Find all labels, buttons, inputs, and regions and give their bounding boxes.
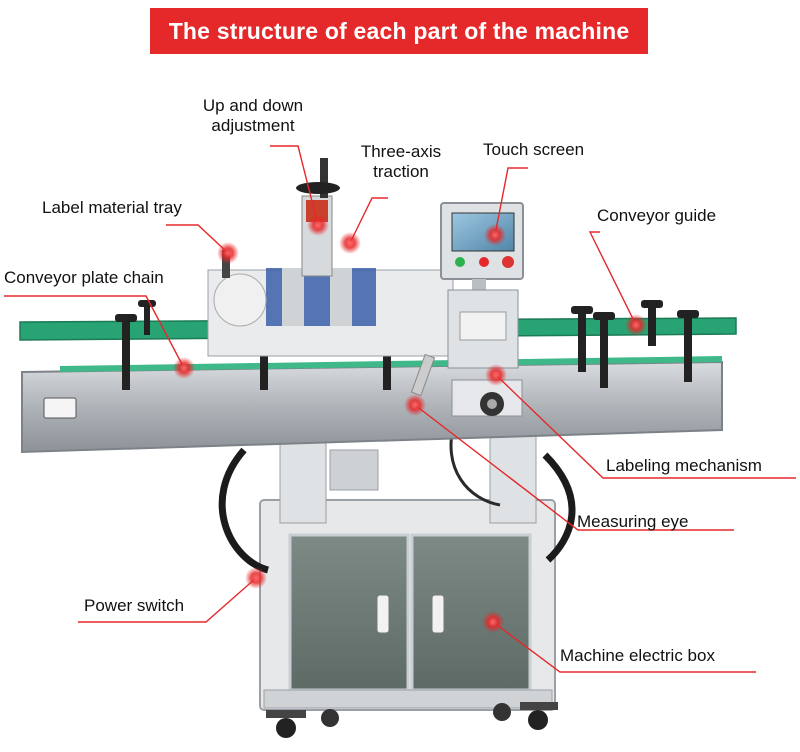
callout-three-axis-line-1: Three-axis [360, 142, 442, 161]
machine-body [19, 158, 737, 738]
callout-up-down-line-1: Up and down [202, 96, 304, 115]
leader-lines [4, 145, 796, 673]
callout-three-axis-traction: Three-axis traction [346, 142, 456, 182]
callout-conveyor-plate-chain: Conveyor plate chain [4, 268, 164, 287]
hotspot-touch-screen [484, 224, 506, 246]
hotspot-label-tray [217, 242, 239, 264]
callout-three-axis-line-2: traction [373, 162, 429, 181]
hotspot-plate-chain [173, 357, 195, 379]
cabinet-door-left [288, 533, 410, 692]
hotspot-electric-box [482, 611, 504, 633]
hotspots [173, 214, 647, 633]
cabinet-door-right [410, 533, 532, 692]
callout-touch-screen: Touch screen [483, 140, 585, 159]
callout-labeling-mechanism: Labeling mechanism [606, 456, 762, 475]
callout-measuring-eye: Measuring eye [577, 512, 689, 531]
hotspot-measuring-eye [404, 394, 426, 416]
callout-up-down-line-2: adjustment [211, 116, 295, 135]
hotspot-labeling-mechanism [485, 364, 507, 386]
hotspot-up-down [307, 214, 329, 236]
hotspot-power-switch [245, 567, 267, 589]
callout-machine-electric-box: Machine electric box [560, 646, 715, 665]
diagram-title: The structure of each part of the machin… [150, 8, 648, 54]
handwheel [296, 182, 340, 194]
callout-conveyor-guide: Conveyor guide [597, 206, 717, 225]
callout-power-switch: Power switch [84, 596, 185, 615]
callout-label-material-tray: Label material tray [42, 198, 182, 217]
hotspot-three-axis [339, 232, 361, 254]
callout-up-down-adjustment: Up and down adjustment [188, 96, 318, 136]
hotspot-conveyor-guide [625, 314, 647, 336]
caster-wheel [276, 718, 296, 738]
